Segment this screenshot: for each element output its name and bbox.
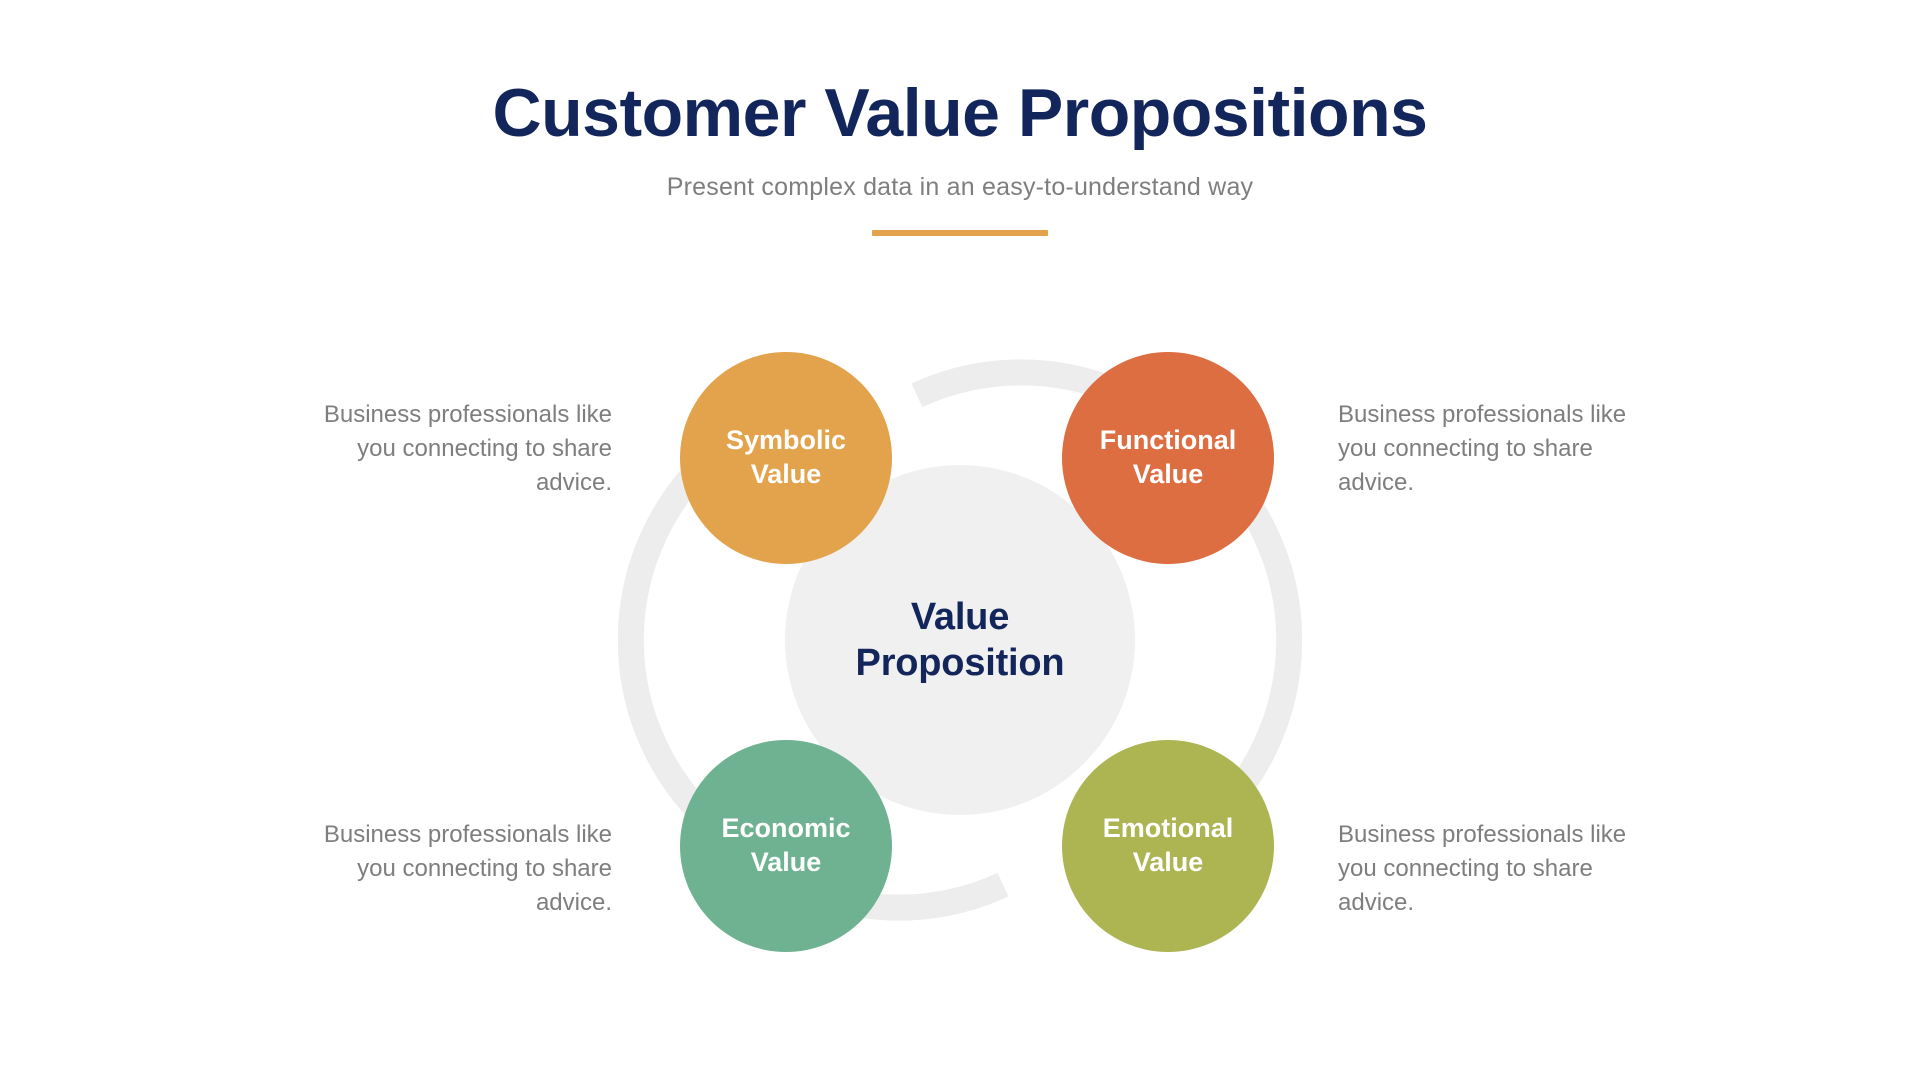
node-symbolic-label: Symbolic Value (680, 424, 892, 492)
node-functional-label-line2: Value (1132, 459, 1204, 489)
description-functional: Business professionals like you connecti… (1338, 401, 1627, 497)
node-emotional[interactable]: Emotional Value (1062, 740, 1274, 952)
node-economic-label-line2: Value (750, 847, 822, 877)
description-symbolic: Business professionals like you connecti… (323, 401, 612, 497)
node-economic-label-line1: Economic (721, 813, 851, 844)
node-emotional-label-line1: Emotional (1102, 813, 1234, 844)
node-functional-label-line1: Functional (1099, 425, 1237, 456)
center-hub-label-line1: Value (910, 595, 1010, 638)
node-functional-label: Functional Value (1062, 424, 1274, 492)
node-economic-label: Economic Value (680, 812, 892, 880)
title-divider (872, 230, 1048, 237)
center-hub-label-line2: Proposition (855, 642, 1065, 684)
page-header: Customer Value Propositions Present comp… (0, 0, 1920, 237)
page-title: Customer Value Propositions (492, 75, 1428, 151)
title-divider-wrap (0, 202, 1920, 237)
center-hub-label: Value Proposition (856, 594, 1065, 687)
description-emotional: Business professionals like you connecti… (1338, 821, 1627, 917)
page-subtitle: Present complex data in an easy-to-under… (666, 173, 1254, 202)
node-functional[interactable]: Functional Value (1062, 352, 1274, 564)
node-symbolic[interactable]: Symbolic Value (680, 352, 892, 564)
node-emotional-label-line2: Value (1132, 847, 1204, 877)
node-emotional-label: Emotional Value (1062, 812, 1274, 880)
node-economic[interactable]: Economic Value (680, 740, 892, 952)
node-symbolic-label-line1: Symbolic (725, 425, 847, 456)
node-symbolic-label-line2: Value (750, 459, 822, 489)
description-economic: Business professionals like you connecti… (323, 821, 612, 917)
